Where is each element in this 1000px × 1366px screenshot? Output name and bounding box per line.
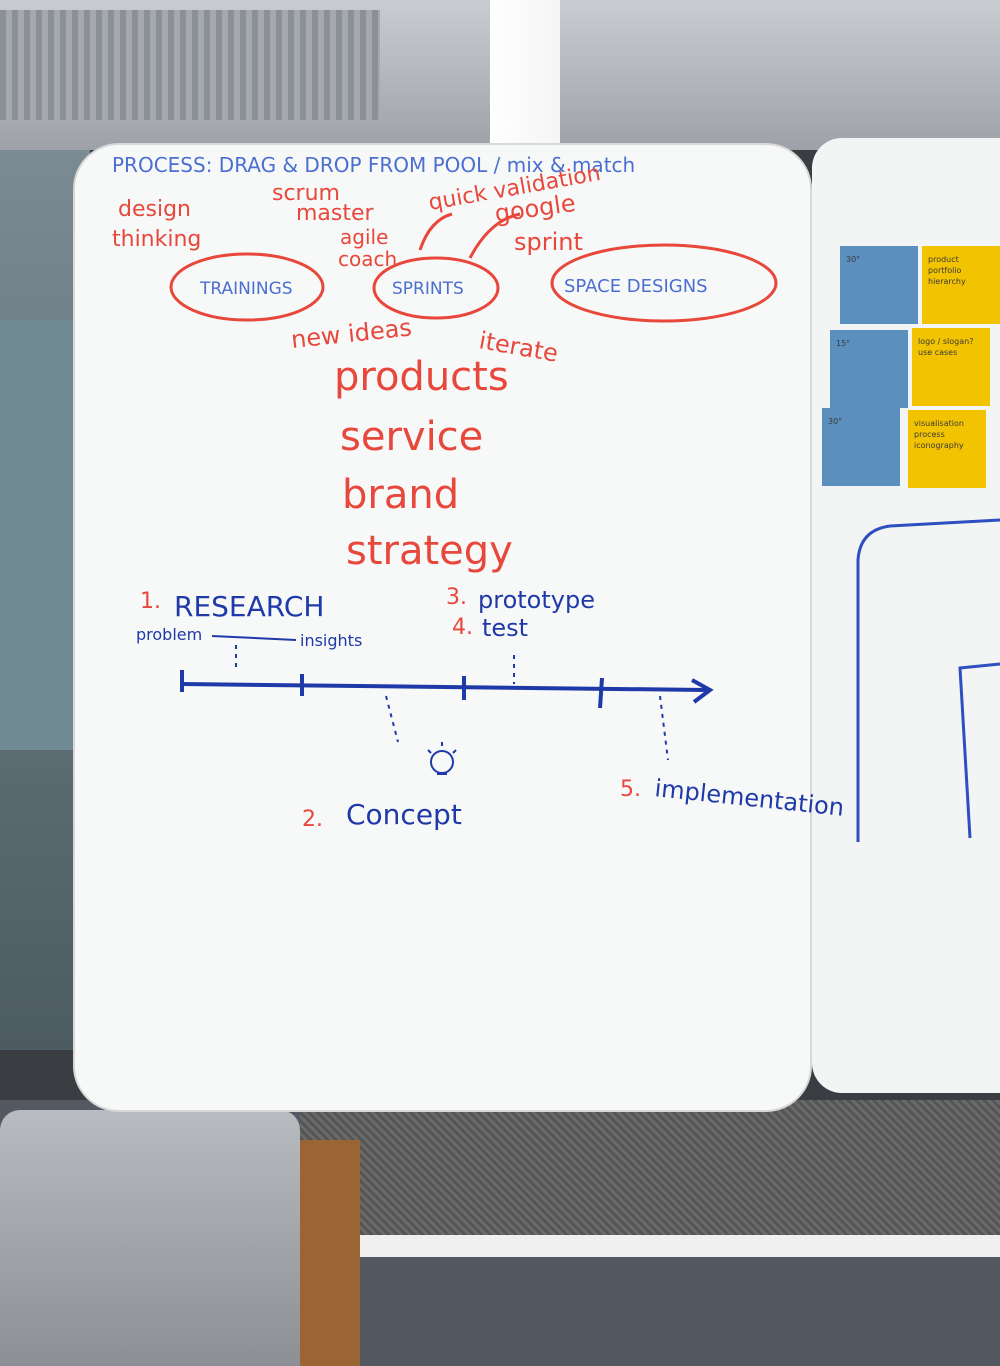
note-coach: coach [338,247,397,271]
research-arrow [211,635,297,641]
step2-number: 2. [302,807,323,832]
step1-problem: problem [136,625,202,644]
sticky-note[interactable]: 30° [822,408,900,486]
sticky-note-text: product portfolio hierarchy [928,255,966,286]
sticky-note[interactable]: 15° [830,330,908,408]
chair [0,1110,300,1366]
step3-label: prototype [478,586,595,614]
oval-space-designs [550,243,778,323]
dotted-guide [385,695,399,743]
note-sprint: sprint [514,228,583,256]
step5-number: 5. [620,777,641,802]
connector-line [468,212,521,259]
sticky-note-text: 30° [828,417,843,426]
output-strategy: strategy [346,528,513,574]
lightbulb-icon [427,742,457,775]
step1-label: RESEARCH [174,590,324,623]
label-sprints: SPRINTS [392,279,464,299]
ceiling-vent [0,10,380,120]
ceiling-light [490,0,560,150]
label-trainings: TRAININGS [199,279,293,299]
note-design: design [118,197,191,222]
output-brand: brand [342,472,459,518]
board2-drawing [958,662,1000,839]
timeline-axis [181,682,707,692]
sticky-note-text: 30° [846,255,861,264]
step5-label: implementation [653,774,845,822]
sticky-note[interactable]: visualisation process iconography [908,410,986,488]
sticky-note[interactable]: logo / slogan? use cases [912,328,990,406]
output-service: service [340,414,483,460]
step2-label: Concept [346,798,462,831]
desk-edge [300,1235,1000,1257]
step4-number: 4. [452,615,473,640]
board2-drawing [856,518,1000,842]
sticky-note-text: logo / slogan? use cases [918,337,974,357]
oval-trainings [169,252,325,322]
timeline-arrowhead [691,678,714,704]
label-space-designs: SPACE DESIGNS [564,276,708,297]
desk-felt [300,1100,1000,1250]
step1-insights: insights [300,631,362,650]
note-master: master [296,201,375,226]
sticky-note-text: visualisation process iconography [914,419,964,450]
main-whiteboard [75,145,810,1110]
note-thinking: thinking [112,227,201,252]
output-products: products [334,354,509,400]
oval-sprints [372,256,500,320]
sticky-note[interactable]: 30° [840,246,918,324]
timeline-tick [598,677,604,709]
note-scrum: scrum [272,181,340,206]
connector-line [418,212,453,251]
header-line: PROCESS: DRAG & DROP FROM POOL / mix & m… [112,153,635,177]
dotted-guide [659,695,669,761]
note-new-ideas: new ideas [290,313,413,354]
sticky-note[interactable]: product portfolio hierarchy [922,246,1000,324]
step3-number: 3. [446,585,467,610]
sticky-note-text: 15° [836,339,851,348]
step4-label: test [482,614,528,642]
wood-post [300,1140,360,1366]
step1-number: 1. [140,589,161,614]
note-agile: agile [340,225,388,249]
